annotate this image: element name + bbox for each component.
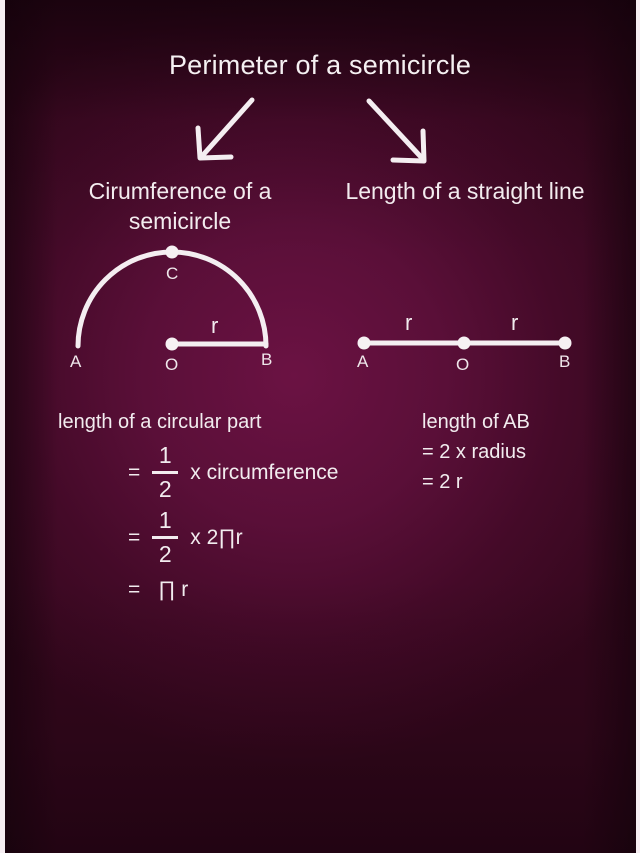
equals-sign: = [128, 460, 141, 484]
semicircle-apex-dot [165, 245, 179, 259]
left-edge-strip [0, 0, 5, 853]
fraction-bar [152, 471, 179, 474]
line-point-b-dot [558, 336, 572, 350]
line-label-b: B [559, 352, 571, 371]
left-formula-step-1: = 1 2 x circumference [58, 444, 388, 501]
fraction-denominator: 2 [158, 541, 172, 567]
line-segment-label-right: r [511, 310, 519, 335]
semicircle-label-a: A [70, 352, 82, 371]
left-formula-step-2-rhs: x 2∏r [190, 525, 243, 549]
left-formula-step-3-rhs: ∏ r [158, 578, 189, 601]
left-formula-block: length of a circular part = 1 2 x circum… [58, 408, 388, 604]
line-segment-label-left: r [405, 310, 413, 335]
equals-sign: = [128, 525, 141, 549]
equals-sign: = [128, 578, 141, 601]
semicircle-label-c: C [166, 264, 179, 283]
line-point-a-dot [357, 336, 371, 350]
fraction-denominator: 2 [158, 476, 172, 502]
right-edge-strip [636, 0, 640, 853]
semicircle-label-o: O [165, 355, 179, 374]
left-formula-heading: length of a circular part [58, 411, 262, 433]
arrow-left-icon [195, 97, 255, 161]
branch-heading-circumference: Cirumference of a semicircle [88, 178, 272, 234]
fraction-numerator: 1 [158, 442, 172, 468]
left-formula-step-2: = 1 2 x 2∏r [58, 509, 388, 566]
left-formula-step-1-rhs: x circumference [190, 460, 339, 484]
fraction-one-half: 1 2 [152, 442, 179, 502]
right-formula-step-2: = 2 r [422, 471, 463, 493]
fraction-one-half: 1 2 [152, 507, 179, 567]
semicircle-center-dot [165, 337, 179, 351]
arrow-right-icon [366, 98, 427, 164]
left-formula-step-3: = ∏ r [58, 576, 388, 604]
right-formula-step-1: = 2 x radius [422, 441, 526, 463]
semicircle-label-b: B [261, 350, 273, 369]
right-formula-block: length of AB = 2 x radius = 2 r [422, 408, 622, 496]
branch-heading-straight-line: Length of a straight line [345, 178, 585, 204]
line-point-o-dot [457, 336, 471, 350]
fraction-numerator: 1 [158, 507, 172, 533]
page-title: Perimeter of a semicircle [168, 50, 472, 80]
line-label-o: O [456, 355, 470, 374]
semicircle-radius-label: r [211, 313, 219, 338]
fraction-bar [152, 536, 179, 539]
line-label-a: A [357, 352, 369, 371]
right-formula-heading: length of AB [422, 411, 530, 433]
